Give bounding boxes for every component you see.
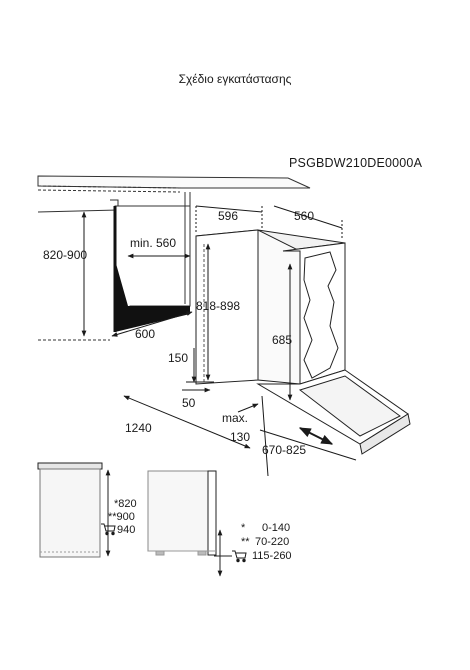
dim-max: max. [222,411,248,425]
legend-820: *820 [114,498,137,510]
cart-icon-2 [232,550,247,563]
dimension-labels: 596 560 min. 560 820-900 818-898 600 685… [43,209,314,457]
installation-niche [113,192,191,332]
dimension-lines [81,205,357,477]
dim-560: 560 [294,209,314,223]
page-title: Σχέδιο εγκατάστασης [178,72,292,86]
dim-685: 685 [272,333,292,347]
dim-min-560: min. 560 [130,236,176,250]
side-view-labels: * 0-140 ** 70-220 115-260 [241,522,292,562]
dim-820-900: 820-900 [43,248,87,262]
dim-596: 596 [218,209,238,223]
dim-600: 600 [135,327,155,341]
front-view-small [37,462,111,558]
legend-double-star: ** [241,536,250,548]
legend-70-220: 70-220 [255,536,289,548]
dim-1240: 1240 [125,421,152,435]
dim-818-898: 818-898 [196,299,240,313]
cart-icon [101,523,116,536]
dim-50: 50 [182,396,196,410]
side-view-small [147,470,232,577]
legend-115-260: 115-260 [252,550,292,562]
dim-130: 130 [230,430,250,444]
dim-150: 150 [168,351,188,365]
dim-670-825: 670-825 [262,443,306,457]
legend-940: 940 [117,524,135,536]
legend-900: **900 [108,511,135,523]
model-number: PSGBDW210DE0000A [289,156,423,170]
front-view-labels: *820 **900 940 [108,498,137,536]
legend-0-140: 0-140 [262,522,290,534]
kitchen-worktop [37,175,311,341]
legend-star: * [241,522,246,534]
dishwasher-door [256,251,411,455]
